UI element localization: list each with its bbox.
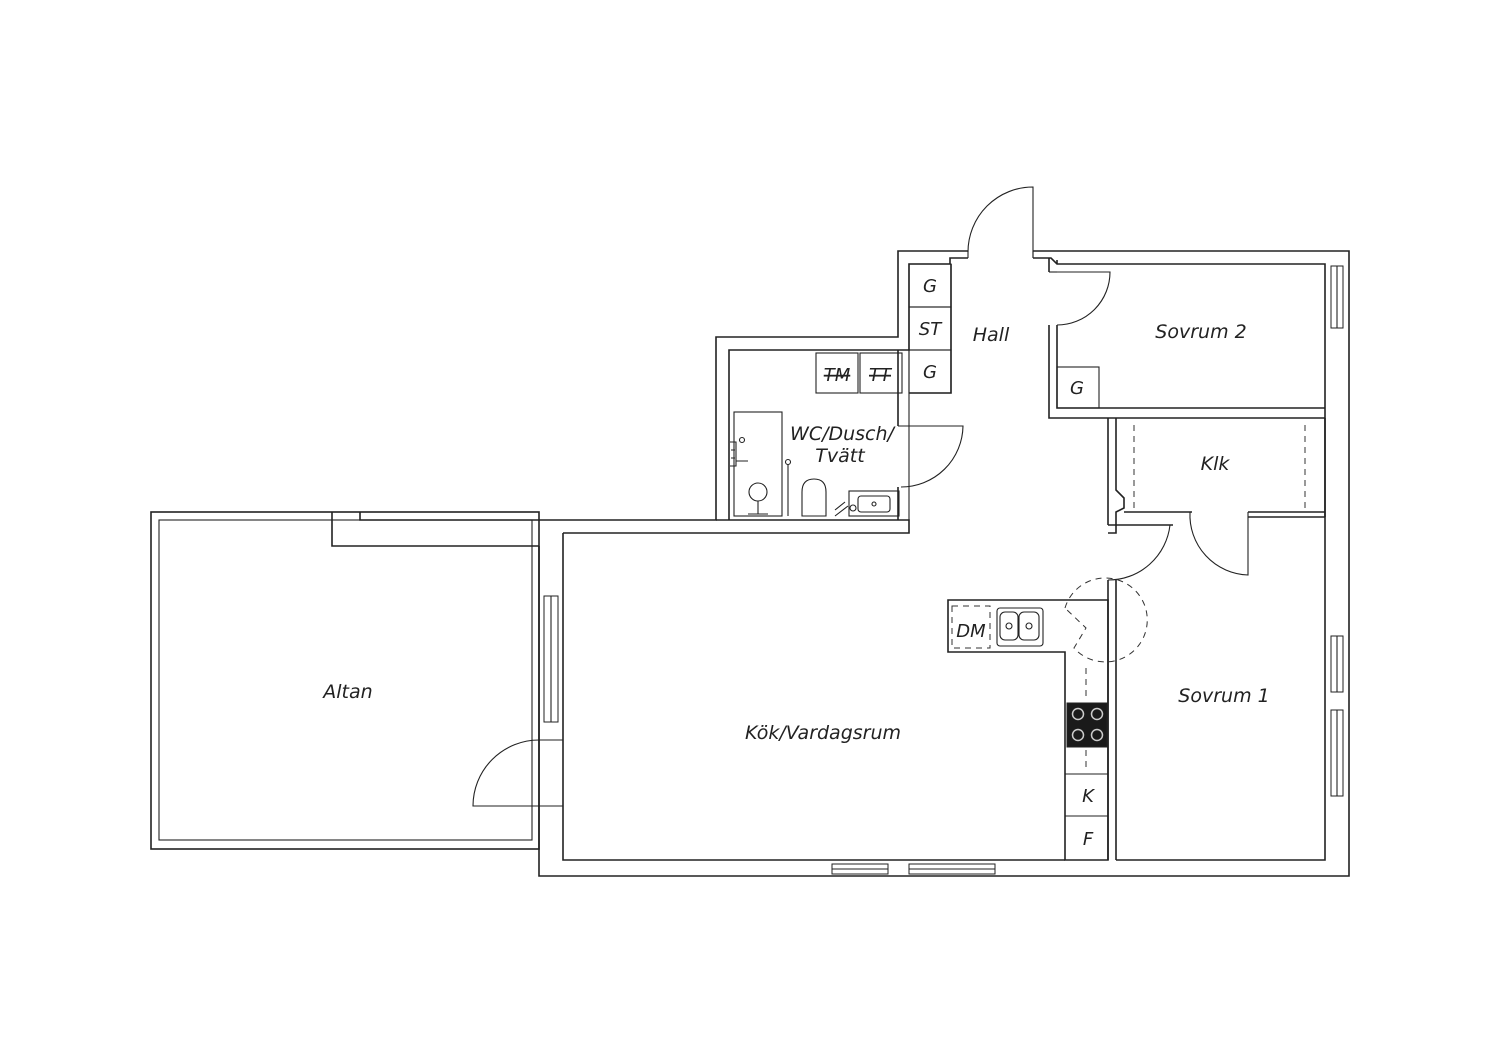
- fixture-label-tm: TM: [824, 365, 851, 386]
- room-label-kok-vardagsrum: Kök/Vardagsrum: [745, 722, 901, 744]
- room-label-sovrum-2: Sovrum 2: [1155, 321, 1246, 343]
- fixture-label-tt: TT: [869, 365, 893, 386]
- klk-door: [1189, 511, 1249, 576]
- sovrum1-door: [1107, 524, 1171, 581]
- washbasin-icon: [848, 490, 900, 517]
- klk: [1107, 418, 1326, 576]
- sink-icon: [996, 607, 1044, 647]
- fixture-label-hall-g-top: G: [923, 276, 937, 297]
- sovrum-2: [1048, 258, 1344, 419]
- exterior-walls: [359, 250, 1350, 877]
- fixture-label-k: K: [1082, 786, 1095, 807]
- altan-door: [472, 739, 540, 807]
- room-label-wc-line1: WC/Dusch/: [790, 423, 897, 445]
- fixture-label-sovrum2-g: G: [1070, 378, 1084, 399]
- shower-area: [733, 411, 783, 517]
- room-label-hall: Hall: [973, 324, 1010, 346]
- hall: [908, 186, 1034, 394]
- room-label-altan: Altan: [321, 681, 372, 703]
- room-label-sovrum-1: Sovrum 1: [1178, 685, 1269, 707]
- fixture-label-hall-st: ST: [919, 319, 943, 340]
- toilet-icon: [801, 478, 827, 517]
- sovrum2-door: [1056, 271, 1111, 326]
- kitchen-living: [472, 577, 1148, 875]
- fixture-label-dm: DM: [956, 621, 986, 642]
- fixture-label-f: F: [1083, 829, 1094, 850]
- fixture-label-hall-g-bottom: G: [923, 362, 937, 383]
- bathroom-door: [898, 425, 964, 488]
- entrance-door: [967, 186, 1034, 258]
- room-label-wc-line2: Tvätt: [815, 445, 866, 467]
- room-label-klk: Klk: [1201, 453, 1231, 475]
- bathroom: [729, 349, 964, 521]
